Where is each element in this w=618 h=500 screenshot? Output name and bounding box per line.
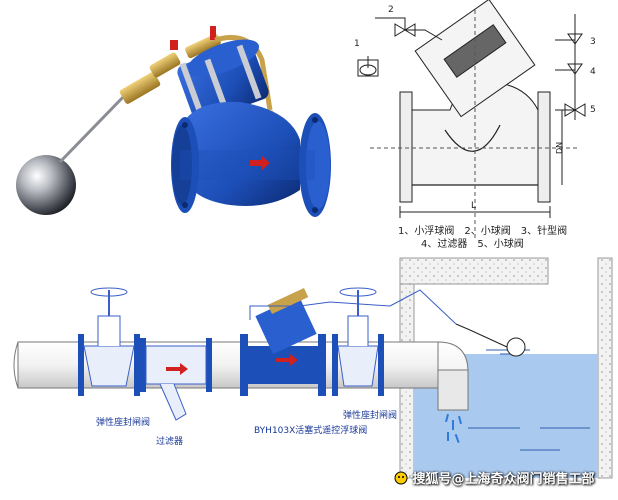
y-strainer [140, 338, 212, 421]
installation-diagram [0, 250, 618, 496]
label-filter: 过滤器 [156, 437, 184, 447]
watermark-text: 搜狐号@上海奇众阀门销售工部 [412, 472, 595, 487]
legend-line-2: 4、过滤器 5、小球阀 [421, 239, 524, 250]
gate-valve-right [332, 287, 384, 396]
right-flange [537, 91, 551, 203]
callout-4: 4 [590, 67, 596, 77]
label-float-valve: BYH103X活塞式遥控浮球阀 [254, 426, 368, 436]
callout-5: 5 [590, 105, 596, 115]
callout-2: 2 [388, 5, 394, 15]
left-flange [399, 91, 413, 203]
tank-float-ball [506, 337, 526, 357]
sohu-logo-icon [394, 471, 408, 485]
watermark: 搜狐号@上海奇众阀门销售工部 [394, 468, 595, 487]
float-ball [16, 155, 76, 215]
valve-body [171, 39, 331, 217]
float-rod [58, 90, 130, 164]
gate-valve-left [78, 287, 140, 396]
float-valve-main [240, 288, 391, 396]
dimension-dn-label: DN [555, 142, 564, 154]
callout-3: 3 [590, 37, 596, 47]
product-photo [0, 0, 350, 240]
legend-line-1: 1、小浮球阀 2、小球阀 3、针型阀 [398, 226, 568, 237]
label-gate-valve-right: 弹性座封闸阀 [343, 411, 398, 421]
callout-1: 1 [354, 39, 360, 49]
label-gate-valve-left: 弹性座封闸阀 [96, 418, 151, 428]
valve-schematic: 1 2 3 4 5 DN L [350, 0, 618, 250]
dimension-l-label: L [471, 201, 476, 211]
